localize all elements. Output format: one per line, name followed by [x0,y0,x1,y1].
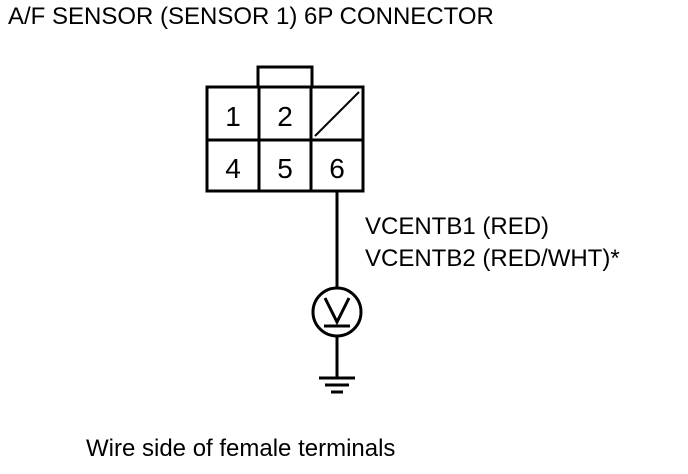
connector-lock-tab [256,65,314,89]
diagram-caption: Wire side of female terminals [86,435,396,462]
terminal-5: 5 [277,153,293,184]
terminal-4: 4 [225,153,241,184]
voltmeter-icon [311,286,363,338]
terminal-1: 1 [225,101,241,132]
voltmeter-v-symbol [323,297,351,326]
terminal-6: 6 [329,153,345,184]
ground-icon [319,376,355,394]
terminal-2: 2 [277,101,293,132]
diagram-title: A/F SENSOR (SENSOR 1) 6P CONNECTOR [8,3,494,30]
empty-cavity-slash [314,91,360,137]
wire-label-vcentb2: VCENTB2 (RED/WHT)* [365,245,620,272]
wire-label-vcentb1: VCENTB1 (RED) [365,213,549,240]
